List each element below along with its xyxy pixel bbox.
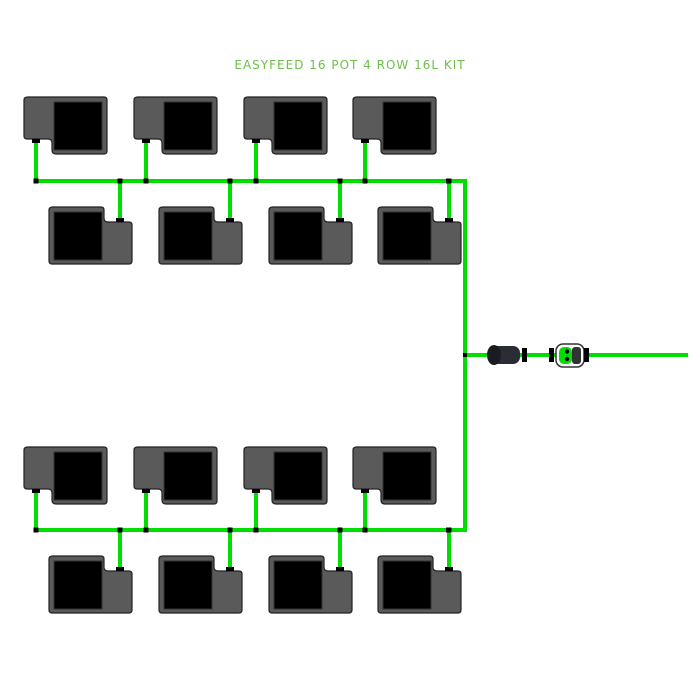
tee-connector xyxy=(253,178,259,184)
tee-connector xyxy=(446,527,451,533)
tee-connector xyxy=(227,178,233,184)
pot xyxy=(377,206,462,265)
dripper-connector xyxy=(32,139,40,143)
pot xyxy=(158,206,243,265)
filter-cap xyxy=(487,345,501,365)
tee-connector xyxy=(446,178,451,184)
dripper-connector xyxy=(252,489,260,493)
tee-connector xyxy=(337,178,343,184)
tap-connector-back xyxy=(572,347,581,364)
pot-inner xyxy=(163,451,213,501)
connector-outlet xyxy=(584,348,589,362)
pot xyxy=(352,96,437,155)
pipework xyxy=(34,143,688,567)
tee-connector xyxy=(143,178,149,184)
tee-connector xyxy=(362,527,368,533)
dripper-connector xyxy=(336,218,344,222)
dripper-connector xyxy=(336,567,344,571)
pot-inner xyxy=(163,211,213,261)
dripper-connector xyxy=(142,489,150,493)
pot xyxy=(243,446,328,505)
pot xyxy=(23,96,108,155)
pot xyxy=(243,96,328,155)
dripper-connector xyxy=(142,139,150,143)
dripper-connector xyxy=(116,218,124,222)
dripper-connector xyxy=(252,139,260,143)
dripper-connector xyxy=(361,489,369,493)
pot xyxy=(48,555,133,614)
pot-inner xyxy=(163,560,213,610)
dripper-connector xyxy=(445,567,453,571)
pot-inner xyxy=(273,101,323,151)
fittings xyxy=(33,178,589,533)
tee-connector xyxy=(463,353,467,357)
tap-connector-body xyxy=(559,347,572,364)
pot-inner xyxy=(382,101,432,151)
pot-inner xyxy=(382,451,432,501)
dripper-connector xyxy=(445,218,453,222)
dripper-connector xyxy=(361,139,369,143)
tee-connector xyxy=(143,527,149,533)
dripper-connector xyxy=(32,489,40,493)
pot-inner xyxy=(53,101,103,151)
tee-connector xyxy=(337,527,343,533)
pot-inner xyxy=(382,560,432,610)
dripper-connector xyxy=(226,218,234,222)
pot xyxy=(352,446,437,505)
tee-connector xyxy=(117,527,123,533)
tee-connector xyxy=(227,527,233,533)
pot xyxy=(133,96,218,155)
dripper-connector xyxy=(116,567,124,571)
pot-inner xyxy=(273,560,323,610)
pot xyxy=(133,446,218,505)
tee-connector xyxy=(117,178,123,184)
tee-connector xyxy=(362,178,368,184)
pot-inner xyxy=(53,451,103,501)
pot xyxy=(48,206,133,265)
filter-outlet xyxy=(522,348,527,362)
pot xyxy=(23,446,108,505)
pot xyxy=(268,206,353,265)
pot-inner xyxy=(163,101,213,151)
port-dot xyxy=(564,349,570,354)
tee-connector xyxy=(253,527,259,533)
pot xyxy=(268,555,353,614)
pot-inner xyxy=(273,451,323,501)
pot xyxy=(377,555,462,614)
dripper-connector xyxy=(226,567,234,571)
diagram-title: EASYFEED 16 POT 4 ROW 16L KIT xyxy=(234,58,466,72)
pot-inner xyxy=(273,211,323,261)
tee-connector xyxy=(33,527,39,533)
pot-inner xyxy=(382,211,432,261)
pot-inner xyxy=(53,560,103,610)
pot-inner xyxy=(53,211,103,261)
port-dot xyxy=(564,356,570,362)
connector-inlet xyxy=(549,348,554,362)
tee-connector xyxy=(33,178,39,184)
pots xyxy=(23,96,462,614)
pot xyxy=(158,555,243,614)
